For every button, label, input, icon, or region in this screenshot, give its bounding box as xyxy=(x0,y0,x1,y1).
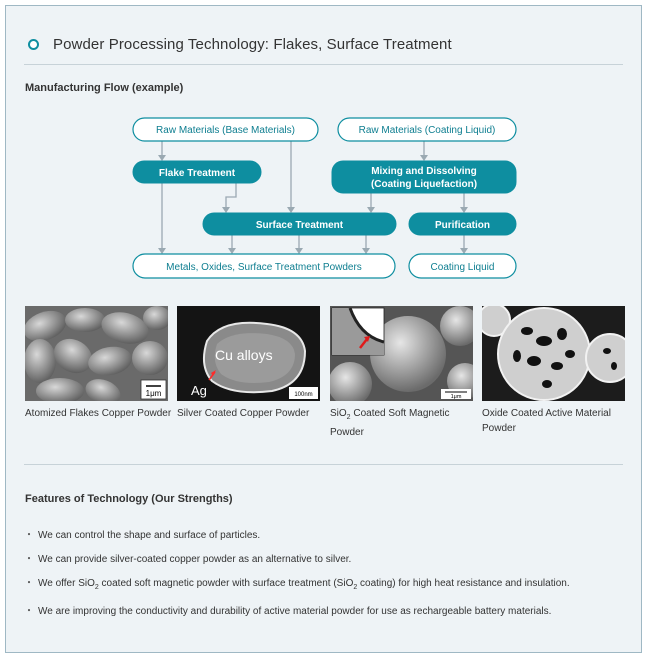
node-purification: Purification xyxy=(408,212,517,236)
feature-subscript: 2 xyxy=(353,584,358,591)
feature-text: We are improving the conductivity and du… xyxy=(38,606,552,617)
node-surface: Surface Treatment xyxy=(202,212,397,236)
features-list: We can control the shape and surface of … xyxy=(24,526,626,626)
node-raw-coating: Raw Materials (Coating Liquid) xyxy=(337,117,517,142)
node-raw-base: Raw Materials (Base Materials) xyxy=(132,117,319,142)
section-title-row: Powder Processing Technology: Flakes, Su… xyxy=(28,34,452,54)
photo2-scale: 100nm xyxy=(294,392,312,398)
node-raw-coating-label: Raw Materials (Coating Liquid) xyxy=(359,125,496,136)
flow-arrowheads xyxy=(158,155,468,254)
node-coating-liquid-label: Coating Liquid xyxy=(431,262,495,273)
node-mixing: Mixing and Dissolving (Coating Liquefact… xyxy=(331,160,517,194)
node-coating-liquid: Coating Liquid xyxy=(408,253,517,279)
photo-silver-coated: Cu alloys Ag 100nm xyxy=(177,306,320,401)
node-mixing-label-2: (Coating Liquefaction) xyxy=(371,179,477,190)
node-raw-base-label: Raw Materials (Base Materials) xyxy=(156,125,295,136)
caption-silver-coated: Silver Coated Copper Powder xyxy=(177,408,310,419)
feature-text: coating) for high heat resistance and in… xyxy=(357,578,570,589)
node-flake-label: Flake Treatment xyxy=(159,168,236,179)
feature-item: We can provide silver-coated copper powd… xyxy=(24,550,626,570)
node-purification-label: Purification xyxy=(435,220,490,231)
features-heading: Features of Technology (Our Strengths) xyxy=(25,493,233,505)
caption-atomized-flakes: Atomized Flakes Copper Powder xyxy=(25,408,172,419)
photo-sio2-coated: 1μm xyxy=(330,306,473,401)
feature-item: We offer SiO2 coated soft magnetic powde… xyxy=(24,574,626,598)
manufacturing-flow-diagram: Raw Materials (Base Materials) Raw Mater… xyxy=(132,117,517,279)
photo-oxide-coated xyxy=(482,306,625,401)
divider xyxy=(24,64,623,65)
photo2-label-sub: Ag xyxy=(191,383,207,398)
node-powders: Metals, Oxides, Surface Treatment Powder… xyxy=(132,253,396,279)
content-panel: Powder Processing Technology: Flakes, Su… xyxy=(5,5,642,653)
feature-text: coated soft magnetic powder with surface… xyxy=(98,578,354,589)
caption-sio2-sub: 2 xyxy=(346,414,351,421)
photo-atomized-flakes: 1μm xyxy=(25,306,168,401)
node-flake: Flake Treatment xyxy=(132,160,262,184)
photo3-scale: 1μm xyxy=(451,394,462,400)
node-powders-label: Metals, Oxides, Surface Treatment Powder… xyxy=(166,262,362,273)
flow-heading: Manufacturing Flow (example) xyxy=(25,82,184,94)
feature-item: We can control the shape and surface of … xyxy=(24,526,626,546)
node-mixing-label-1: Mixing and Dissolving xyxy=(371,166,477,177)
feature-subscript: 2 xyxy=(94,584,99,591)
caption-sio2-pre: SiO xyxy=(330,408,347,419)
feature-text: We can control the shape and surface of … xyxy=(38,530,261,541)
photo1-scale: 1μm xyxy=(146,389,162,398)
caption-sio2-post: Coated Soft Magnetic Powder xyxy=(330,408,450,438)
caption-sio2-coated: SiO2 Coated Soft Magnetic Powder xyxy=(330,406,480,440)
bullet-ring-icon xyxy=(28,38,39,50)
caption-oxide-coated: Oxide Coated Active Material Powder xyxy=(482,408,611,434)
page-title: Powder Processing Technology: Flakes, Su… xyxy=(53,35,452,53)
feature-text: We can provide silver-coated copper powd… xyxy=(38,554,352,565)
feature-item: We are improving the conductivity and du… xyxy=(24,602,626,622)
node-surface-label: Surface Treatment xyxy=(256,220,344,231)
photo2-label-main: Cu alloys xyxy=(215,347,273,363)
feature-text: We offer SiO xyxy=(38,578,95,589)
divider xyxy=(24,464,623,465)
